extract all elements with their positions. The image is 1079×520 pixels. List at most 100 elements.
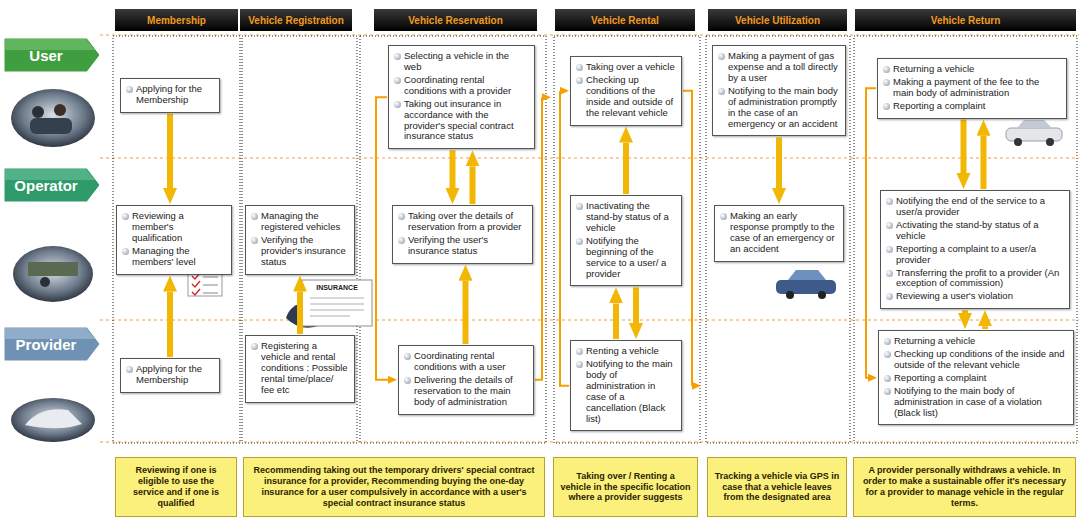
note-box: Recommending taking out the temporary dr…	[243, 457, 545, 517]
bullet-text: Taking over the details of reservation f…	[397, 211, 527, 233]
note-text: Tracking a vehicle via GPS in case that …	[714, 471, 840, 503]
bullet-text: Returning a vehicle	[882, 64, 1061, 75]
bullet-text: Coordinating rental conditions with a us…	[403, 351, 528, 373]
column-header: Vehicle Registration	[240, 9, 352, 31]
bullet-text: Verifying the provider's insurance statu…	[250, 235, 349, 268]
process-box: Coordinating rental conditions with a us…	[398, 345, 534, 415]
process-box: Returning a vehicleMaking a payment of t…	[877, 58, 1067, 119]
loop-arrow	[376, 97, 388, 380]
flow-arrow	[962, 310, 968, 313]
process-box: Managing the registered vehiclesVerifyin…	[245, 205, 355, 275]
header-text: Vehicle Registration	[248, 15, 344, 26]
column-frame	[113, 36, 240, 443]
column-header: Vehicle Return	[855, 9, 1076, 31]
process-box: Inactivating the stand-by status of a ve…	[570, 195, 682, 286]
process-box: Renting a vehicleNotifying to the main b…	[570, 340, 682, 431]
process-box: Taking over a vehicleChecking up conditi…	[570, 56, 682, 126]
checklist-icon	[192, 273, 200, 295]
row-divider	[100, 320, 1079, 321]
row-divider	[100, 158, 1079, 159]
bullet-text: Renting a vehicle	[575, 346, 676, 357]
bullet-text: Registering a vehicle and rental conditi…	[250, 341, 349, 396]
photo	[11, 89, 95, 442]
note-box: Taking over / Renting a vehicle in the s…	[553, 457, 698, 517]
flow-arrow	[981, 136, 987, 189]
photo	[40, 277, 50, 287]
photo	[25, 409, 82, 428]
role-text: Operator	[14, 177, 77, 194]
role-text: User	[29, 47, 62, 64]
car-icon	[788, 270, 826, 280]
flow-arrow	[961, 120, 967, 173]
flow-arrow	[167, 114, 173, 188]
row-divider	[100, 35, 1079, 442]
car-icon	[1006, 128, 1062, 141]
bullet-text: Reporting a complaint	[883, 373, 1068, 384]
bullet-text: Managing the registered vehicles	[250, 211, 349, 233]
bullet-text: Returning a vehicle	[883, 336, 1068, 347]
header-text: Vehicle Return	[931, 15, 1000, 26]
car-icon	[1014, 138, 1022, 146]
note-text: A provider personally withdraws a vehicl…	[860, 465, 1069, 508]
bullet-text: Reviewing a user's violation	[885, 291, 1064, 302]
header-text: Vehicle Reservation	[408, 15, 503, 26]
photo	[11, 89, 95, 147]
photo	[28, 262, 78, 276]
loop-arrow	[560, 91, 569, 386]
note-box: Tracking a vehicle via GPS in case that …	[707, 457, 847, 517]
column-header: Vehicle Utilization	[708, 9, 847, 31]
bullet-text: Coordinating rental conditions with a pr…	[393, 75, 529, 97]
column-frame	[113, 36, 1077, 443]
process-box: Notifying the end of the service to a us…	[880, 190, 1070, 309]
bullet-text: Verifying the user's insurance status	[397, 235, 527, 257]
flow-arrow	[982, 326, 988, 329]
bullet-text: Managing the members' level	[121, 246, 226, 268]
bullet-text: Notifying the beginning of the service t…	[575, 236, 676, 280]
bullet-text: Reporting a complaint to a user/a provid…	[885, 244, 1064, 266]
bullet-text: Reporting a complaint	[882, 101, 1061, 112]
bullet-text: Notifying to the main body of administra…	[883, 386, 1068, 419]
flow-arrow	[463, 281, 469, 344]
header-text: Membership	[147, 15, 206, 26]
process-box: Making a payment of gas expense and a to…	[712, 45, 846, 136]
bullet-text: Making a payment of the fee to the main …	[882, 77, 1061, 99]
column-header: Vehicle Reservation	[374, 9, 537, 31]
flow-arrow	[633, 287, 639, 323]
car-icon	[776, 280, 836, 294]
flow-arrow	[450, 150, 456, 188]
column-frame	[554, 36, 700, 443]
bullet-text: Notifying to the main body of administra…	[575, 359, 676, 425]
insurance-document	[310, 298, 364, 316]
illustration-label: INSURANCE	[316, 284, 358, 291]
car-icon	[786, 291, 794, 299]
photo	[30, 118, 72, 134]
header-text: Vehicle Rental	[591, 15, 659, 26]
note-box: Reviewing if one is eligible to use the …	[115, 457, 237, 517]
photo	[13, 246, 93, 302]
loop-arrow	[866, 88, 876, 377]
process-box: Applying for the Membership	[120, 358, 220, 393]
photo	[11, 398, 95, 442]
flow-arrow	[776, 137, 782, 188]
car-icon	[818, 291, 826, 299]
row-divider	[100, 35, 1079, 36]
loop-arrow	[535, 97, 542, 380]
flow-arrow	[613, 303, 619, 339]
note-text: Taking over / Renting a vehicle in the s…	[560, 471, 691, 503]
column-frame	[360, 36, 546, 443]
process-box: Selecting a vehicle in the webCoordinati…	[388, 45, 535, 149]
column-frame	[706, 36, 850, 443]
photo	[32, 106, 44, 118]
process-box: Applying for the Membership	[120, 78, 220, 113]
column-frame	[242, 36, 357, 443]
column-header: Vehicle Rental	[555, 9, 695, 31]
flow-arrow	[623, 143, 629, 194]
bullet-text: Checking up conditions of the inside and…	[883, 349, 1068, 371]
bullet-text: Delivering the details of reservation to…	[403, 375, 528, 408]
process-box: Registering a vehicle and rental conditi…	[245, 335, 355, 403]
bullet-text: Notifying the end of the service to a us…	[885, 196, 1064, 218]
column-header: Membership	[115, 9, 238, 31]
insurance-document	[302, 280, 372, 326]
role-banner: Provider	[4, 327, 100, 361]
